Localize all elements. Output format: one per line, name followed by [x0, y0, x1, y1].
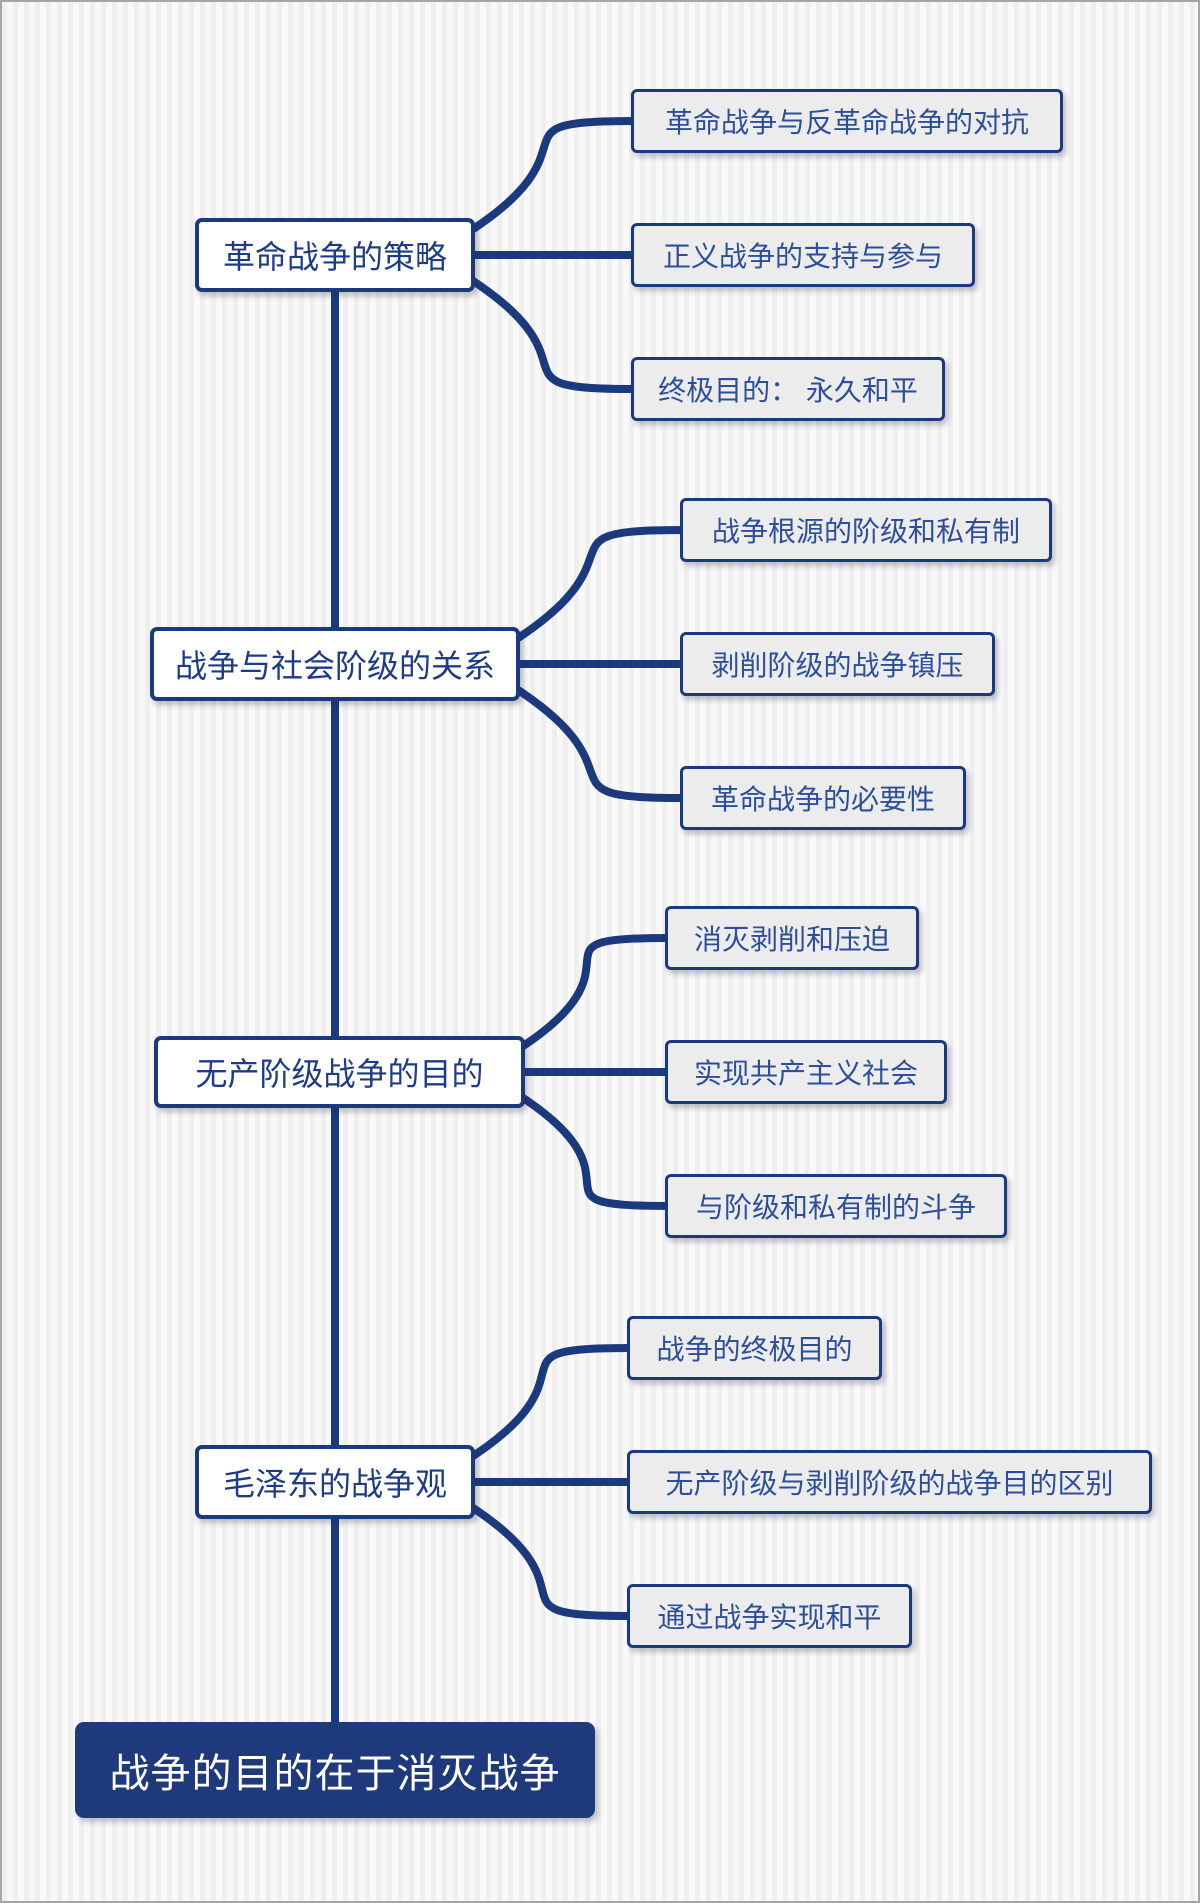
- child-node-0-0[interactable]: 革命战争与反革命战争的对抗: [631, 89, 1063, 153]
- child-node-1-0[interactable]: 战争根源的阶级和私有制: [680, 498, 1052, 562]
- child-node-0-2[interactable]: 终极目的： 永久和平: [631, 357, 945, 421]
- child-node-1-1[interactable]: 剥削阶级的战争镇压: [680, 632, 995, 696]
- connector-branch-1-child-0: [508, 526, 688, 646]
- child-node-0-1[interactable]: 正义战争的支持与参与: [631, 223, 975, 287]
- child-node-1-2[interactable]: 革命战争的必要性: [680, 766, 966, 830]
- child-node-2-0[interactable]: 消灭剥削和压迫: [665, 906, 919, 970]
- child-node-3-2[interactable]: 通过战争实现和平: [627, 1584, 912, 1648]
- branch-node-0[interactable]: 革命战争的策略: [195, 218, 475, 292]
- connector-branch-2-child-2: [513, 1090, 673, 1210]
- connector-branch-0-child-2: [463, 273, 639, 393]
- child-node-3-0[interactable]: 战争的终极目的: [627, 1316, 882, 1380]
- child-node-2-1[interactable]: 实现共产主义社会: [665, 1040, 947, 1104]
- branch-node-3[interactable]: 毛泽东的战争观: [195, 1445, 475, 1519]
- connector-branch-3-child-0: [463, 1344, 635, 1464]
- connector-branch-0-child-0: [463, 117, 639, 237]
- connector-branch-3-child-2: [463, 1500, 635, 1620]
- connector-branch-2-child-0: [513, 934, 673, 1054]
- root-node[interactable]: 战争的目的在于消灭战争: [75, 1722, 595, 1818]
- child-node-2-2[interactable]: 与阶级和私有制的斗争: [665, 1174, 1007, 1238]
- child-node-3-1[interactable]: 无产阶级与剥削阶级的战争目的区别: [627, 1450, 1152, 1514]
- branch-node-1[interactable]: 战争与社会阶级的关系: [150, 627, 520, 701]
- connector-branch-1-child-2: [508, 682, 688, 802]
- branch-node-2[interactable]: 无产阶级战争的目的: [154, 1036, 525, 1108]
